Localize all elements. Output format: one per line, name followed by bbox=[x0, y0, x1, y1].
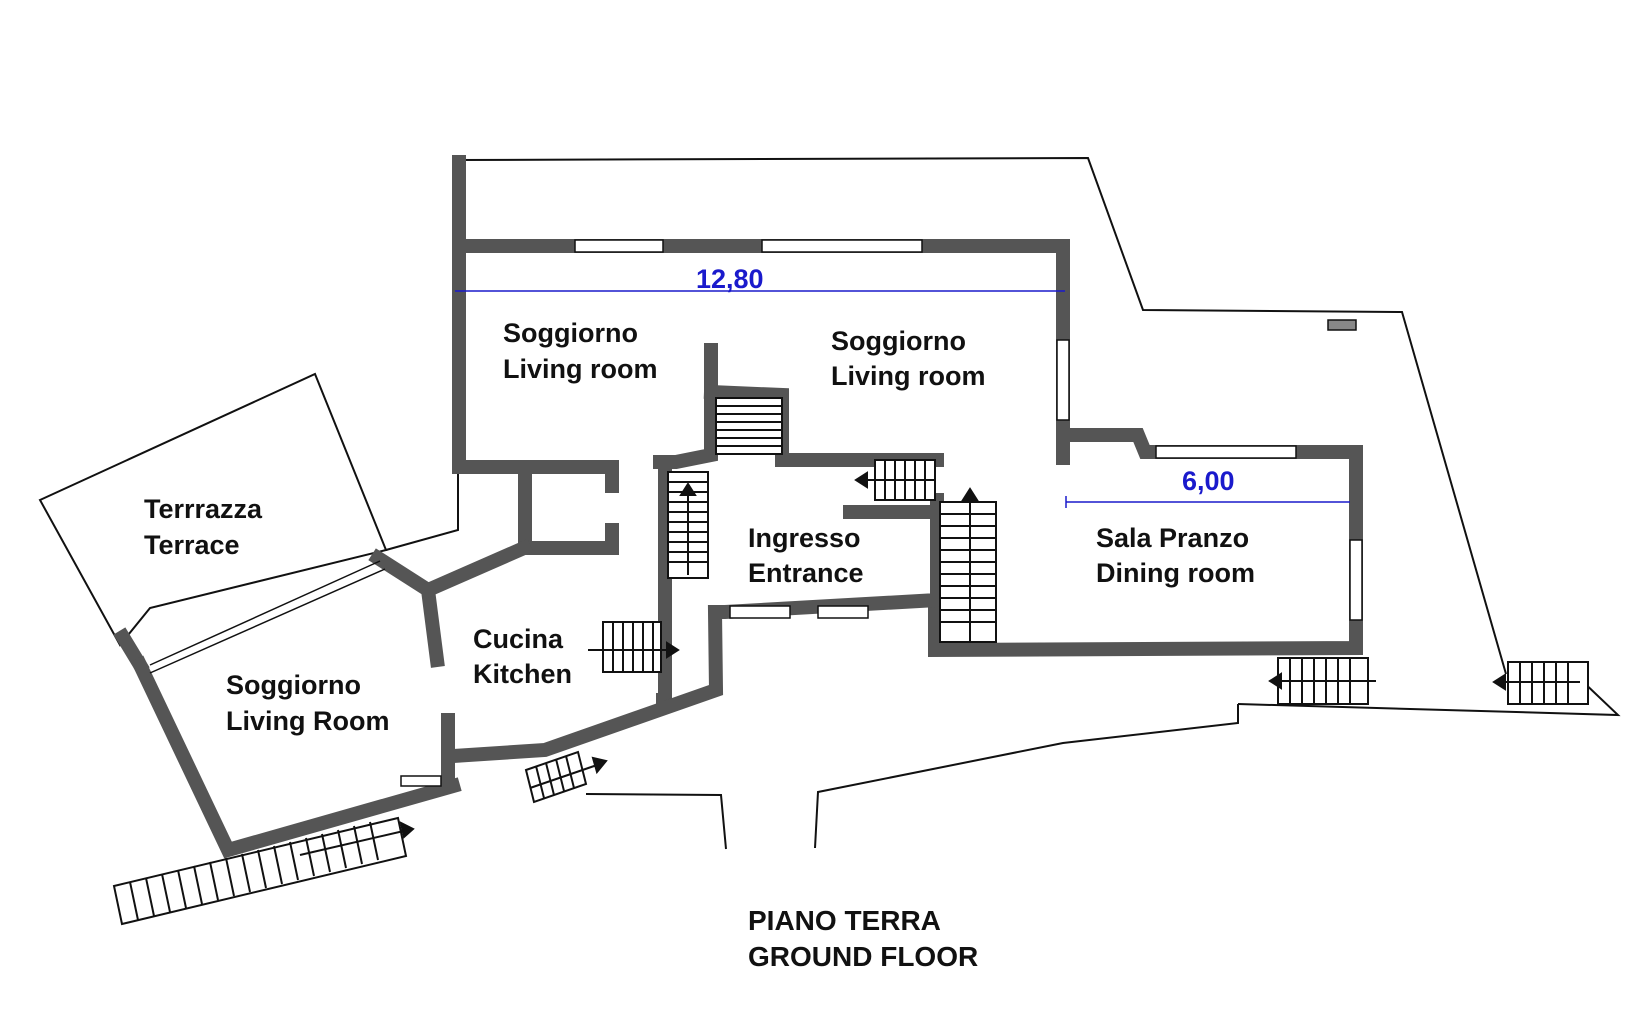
room-label-living-top-left-it: Soggiorno bbox=[503, 318, 638, 348]
dimension-dining: 6,00 bbox=[1182, 466, 1235, 496]
windows bbox=[149, 239, 1363, 787]
room-label-living-top-center-it: Soggiorno bbox=[831, 326, 966, 356]
room-label-terrace-it: Terrrazza bbox=[144, 494, 263, 524]
room-label-entrance-en: Entrance bbox=[748, 558, 864, 588]
terrace-outline bbox=[38, 372, 388, 647]
room-label-living-bottom-left-it: Soggiorno bbox=[226, 670, 361, 700]
site-outline bbox=[385, 156, 1621, 850]
dimension-lines bbox=[455, 290, 1350, 508]
stair-entrance-bottom bbox=[524, 750, 588, 804]
room-label-dining-it: Sala Pranzo bbox=[1096, 523, 1249, 553]
room-label-kitchen-en: Kitchen bbox=[473, 659, 572, 689]
room-label-living-top-center-en: Living room bbox=[831, 361, 986, 391]
room-label-living-top-left-en: Living room bbox=[503, 354, 658, 384]
walls bbox=[113, 155, 1363, 859]
stair-center-top bbox=[715, 397, 783, 455]
room-label-terrace-en: Terrace bbox=[144, 530, 240, 560]
plan-title-en: GROUND FLOOR bbox=[748, 941, 978, 972]
room-label-dining-en: Dining room bbox=[1096, 558, 1255, 588]
room-label-living-bottom-left-en: Living Room bbox=[226, 706, 390, 736]
dimension-top: 12,80 bbox=[696, 264, 764, 294]
room-label-kitchen-it: Cucina bbox=[473, 624, 564, 654]
stairs bbox=[112, 397, 1589, 926]
stair-kitchen bbox=[602, 621, 662, 673]
stair-central-vertical bbox=[939, 501, 997, 643]
stair-long-bottom-left bbox=[112, 816, 408, 926]
room-label-entrance-it: Ingresso bbox=[748, 523, 861, 553]
stair-arrows bbox=[299, 471, 1580, 856]
plan-title-it: PIANO TERRA bbox=[748, 905, 941, 936]
